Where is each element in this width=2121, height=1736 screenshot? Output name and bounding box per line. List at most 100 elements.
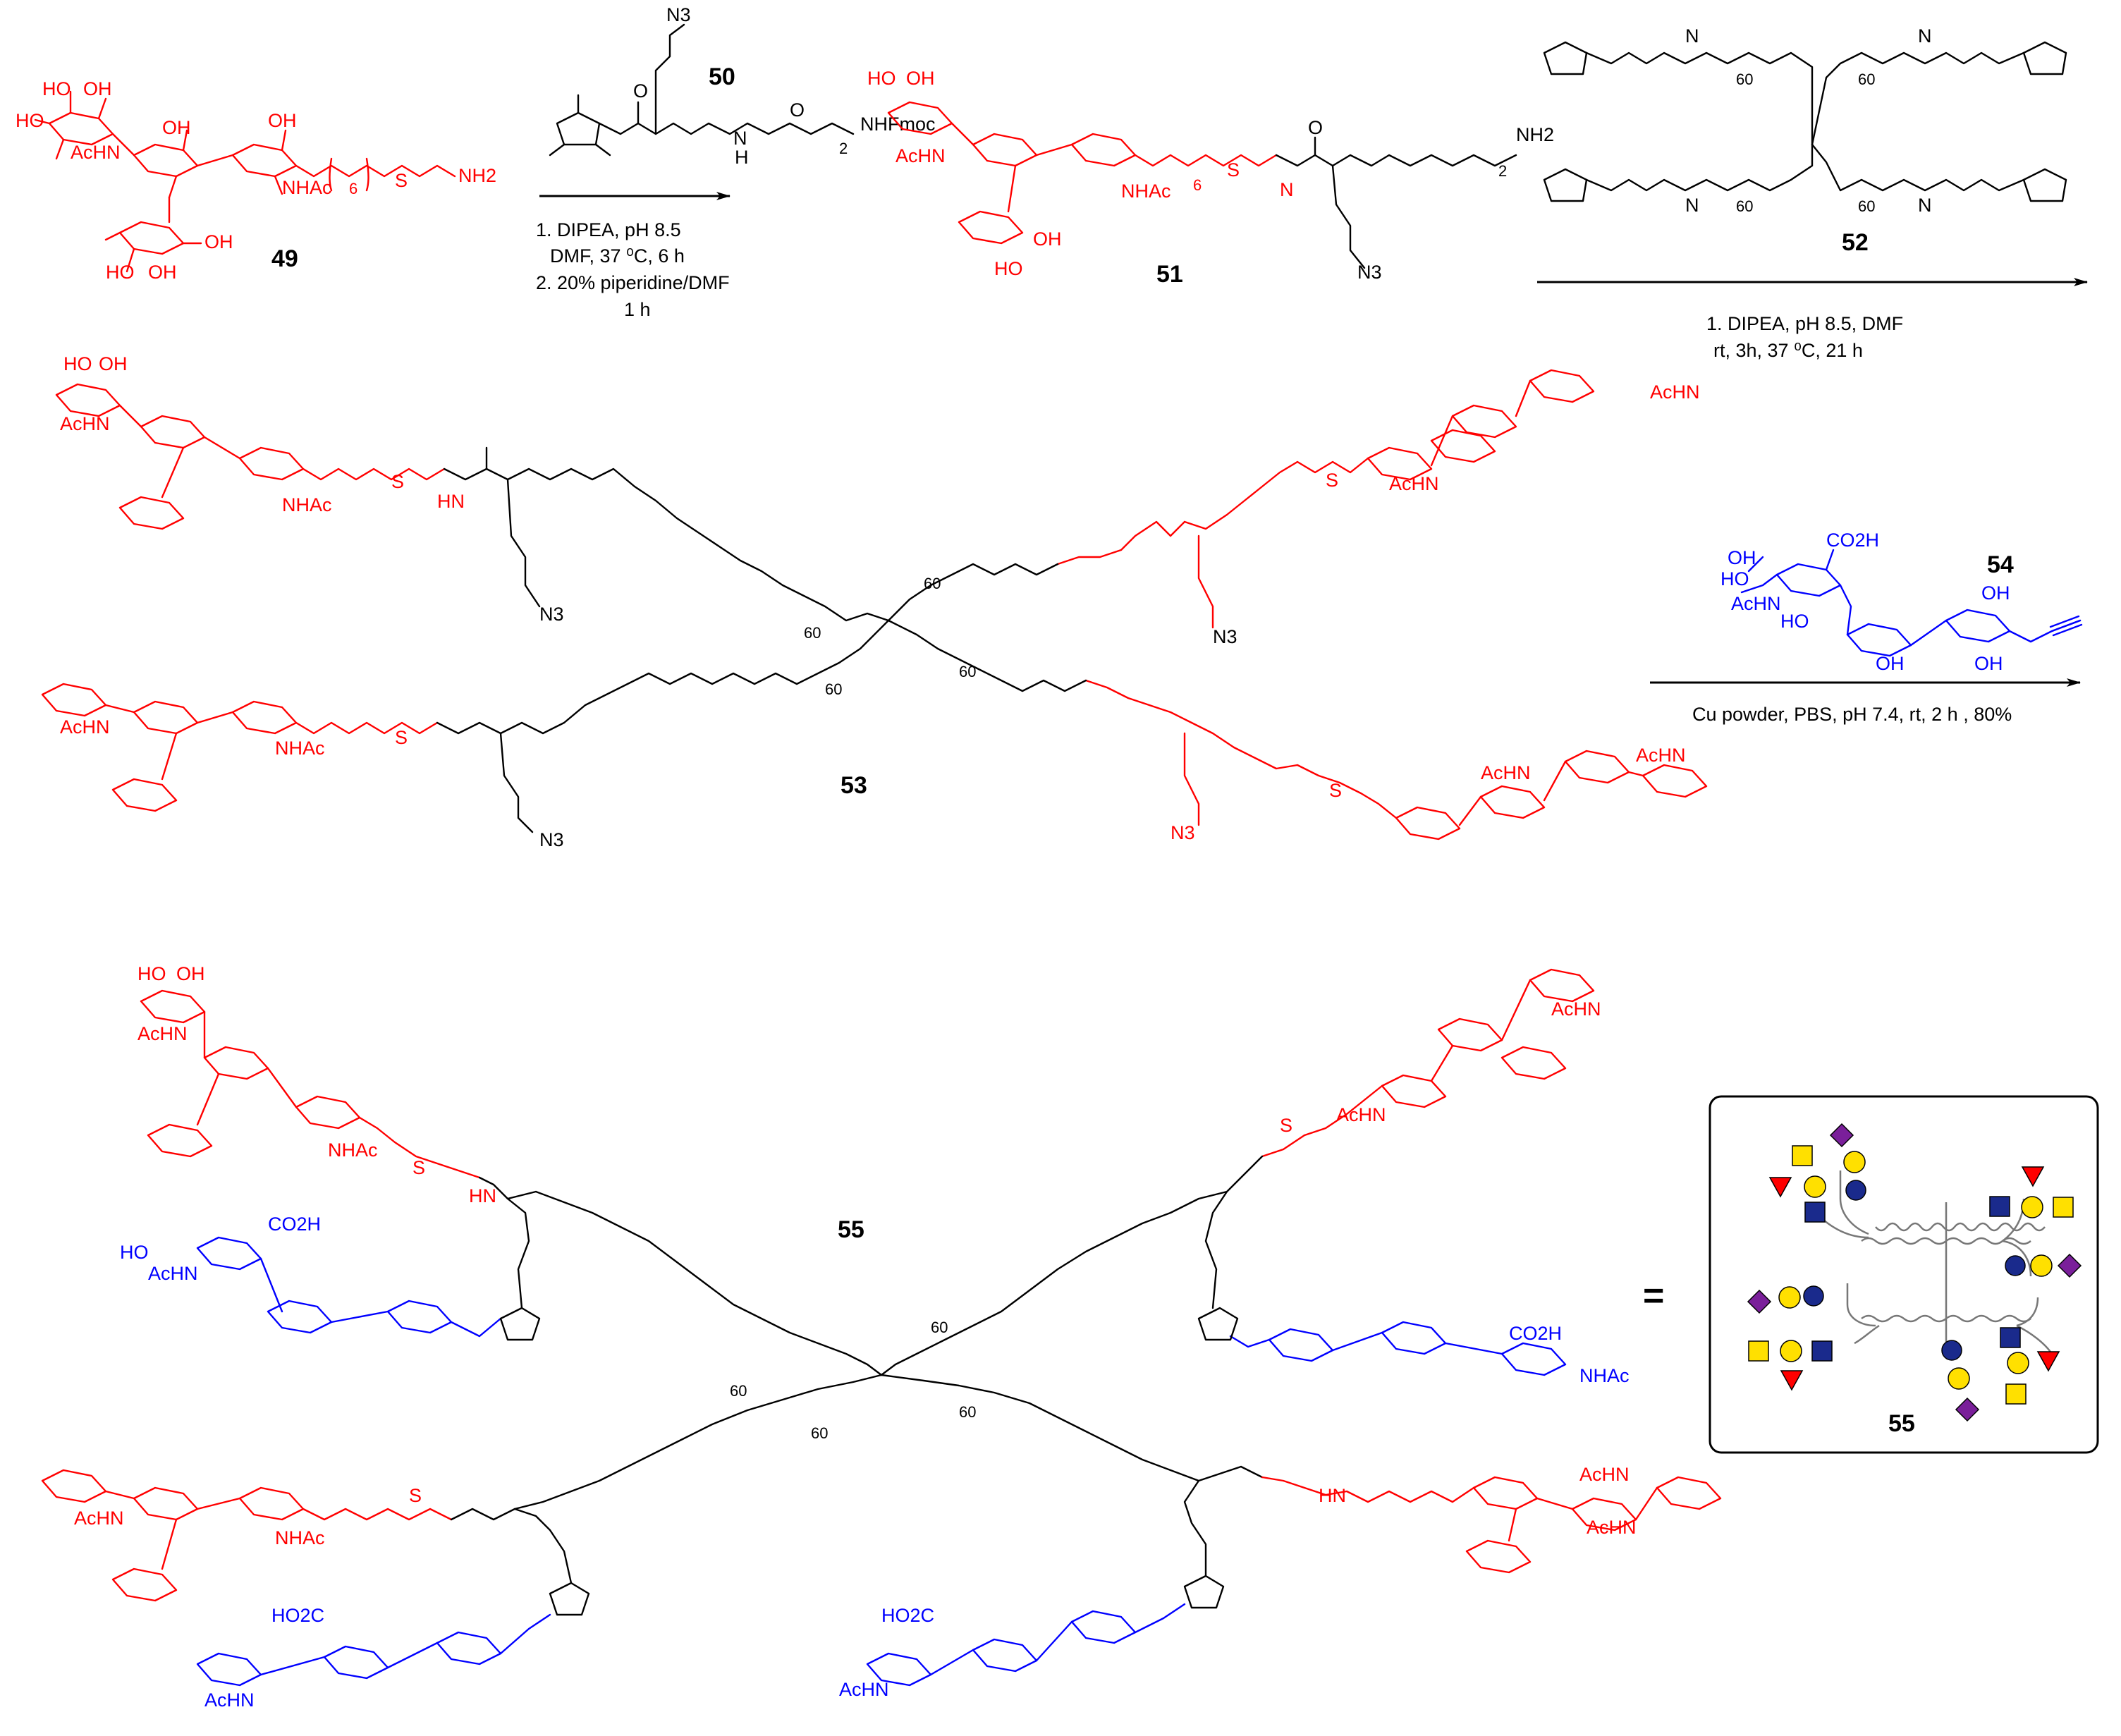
c55-achn-8: AcHN (1579, 1464, 1630, 1485)
step2-line1: 1. DIPEA, pH 8.5, DMF (1706, 313, 1903, 334)
c55-sub60-2: 60 (931, 1319, 948, 1336)
c53-achn-5: AcHN (1481, 762, 1531, 783)
c52-n-3: N (1918, 25, 1932, 47)
compound-label-49: 49 (271, 245, 298, 272)
step1-line2: DMF, 37 ⁰C, 6 h (550, 245, 685, 267)
c53-nhac-2: NHAc (275, 738, 325, 759)
cfg-fuc-triangle (2036, 1351, 2060, 1372)
c54-oh-3: OH (1876, 653, 1905, 674)
c53-ho-1: HO (63, 353, 92, 374)
c49-ho-3: HO (16, 110, 44, 131)
c55-sub60-4: 60 (959, 1403, 976, 1421)
c55-sub60-3: 60 (811, 1424, 828, 1442)
c54-oh-1: OH (1728, 547, 1756, 568)
cfg-gal-square (2053, 1197, 2074, 1218)
c54-ho-2: HO (1780, 611, 1809, 632)
compound-label-53: 53 (841, 772, 867, 799)
cfg-gal-circle (1778, 1286, 1801, 1309)
cfg-gal-circle (2021, 1196, 2043, 1218)
compound-51-structure (887, 101, 1517, 269)
c53-s-3: S (395, 727, 408, 748)
c53-achn-2: AcHN (1650, 381, 1700, 403)
c50-n3: N3 (666, 4, 691, 25)
c53-nhac-1: NHAc (282, 494, 332, 515)
c53-sub60-3: 60 (825, 680, 842, 698)
c49-sub6: 6 (349, 180, 357, 197)
compound-51-labels: HO OH AcHN NHAc HO OH S N O N3 NH2 2 6 (867, 68, 1554, 283)
conditions-step1: 1. DIPEA, pH 8.5 DMF, 37 ⁰C, 6 h 2. 20% … (536, 219, 730, 320)
cfg-gal-square (1792, 1145, 1813, 1166)
cfg-gal-circle (1948, 1367, 1970, 1390)
cfg-glc-circle (1845, 1180, 1866, 1201)
c49-oh-6: OH (204, 231, 233, 252)
c49-ho-7: HO (106, 262, 135, 283)
compound-50-structure (549, 23, 855, 157)
c55-nhac-1: NHAc (328, 1139, 378, 1161)
compound-52-structure (1543, 41, 2067, 202)
c55-achn-4: AcHN (1336, 1104, 1386, 1125)
c53-sub60-1: 60 (804, 624, 821, 642)
compound-label-55: 55 (838, 1216, 864, 1243)
compound-54-labels: CO2H HO OH AcHN HO OH OH OH (1720, 530, 2010, 674)
cfg-gal-square (1748, 1340, 1769, 1362)
c49-s: S (395, 170, 408, 191)
c55-nhac-2: NHAc (1579, 1365, 1630, 1386)
c53-n3-4: N3 (1170, 822, 1195, 843)
cfg-fuc-triangle (1768, 1177, 1792, 1198)
compound-53-labels: HO OH AcHN NHAc S HN N3 AcHN AcHN S N3 A… (60, 353, 1700, 850)
c55-s-2: S (1280, 1115, 1292, 1136)
c55-co2h-2: CO2H (1509, 1323, 1562, 1344)
c55-achn-5: AcHN (74, 1508, 124, 1529)
c54-ho-1: HO (1720, 568, 1749, 589)
c53-n3-1: N3 (539, 604, 564, 625)
c53-n3-3: N3 (539, 829, 564, 850)
c50-o-1: O (633, 80, 648, 102)
c53-n3-2: N3 (1213, 626, 1237, 647)
equals-sign: = (1643, 1276, 1664, 1316)
cfg-glcnac-square (1804, 1202, 1826, 1223)
c51-o: O (1308, 117, 1323, 138)
c55-achn-9: AcHN (1587, 1517, 1637, 1538)
cartoon-arm-links (1815, 1170, 2053, 1355)
cfg-glc-circle (1941, 1340, 1962, 1361)
c55-nhac-3: NHAc (275, 1527, 325, 1548)
c52-sub60-4: 60 (1858, 197, 1875, 215)
c55-s-3: S (409, 1485, 422, 1506)
c49-achn: AcHN (71, 142, 121, 163)
c54-oh-2: OH (1981, 582, 2010, 604)
compound-49-structure (34, 90, 456, 273)
step1-line1: 1. DIPEA, pH 8.5 (536, 219, 681, 240)
cfg-gal-circle (1780, 1340, 1802, 1362)
c55-hooc-1: HO2C (271, 1605, 324, 1626)
c55-hooc-2: HO2C (881, 1605, 934, 1626)
c54-achn: AcHN (1731, 593, 1781, 614)
c51-sub2: 2 (1498, 162, 1507, 180)
c51-sub6: 6 (1193, 176, 1202, 194)
c53-hn-1: HN (437, 491, 465, 512)
c55-ho-2: HO (120, 1242, 149, 1263)
c51-n: N (1280, 179, 1294, 200)
c55-oh-1: OH (176, 963, 205, 984)
c49-oh-1: HO (42, 78, 71, 99)
c53-sub60-4: 60 (959, 663, 976, 680)
cartoon-peg-core (1861, 1202, 2046, 1343)
c53-s-1: S (391, 471, 404, 492)
c54-oh-4: OH (1974, 653, 2003, 674)
c50-sub2: 2 (839, 140, 848, 157)
cfg-sia-diamond (1829, 1123, 1854, 1148)
c55-co2h-1: CO2H (268, 1214, 321, 1235)
cfg-sia-diamond (1747, 1289, 1772, 1314)
c55-achn-6: AcHN (204, 1689, 255, 1711)
c53-achn-4: AcHN (60, 716, 110, 738)
c49-nhac: NHAc (282, 177, 332, 198)
c51-nh2: NH2 (1516, 124, 1554, 145)
c55-hn-1: HN (469, 1185, 496, 1206)
c51-achn: AcHN (896, 145, 946, 166)
cfg-glc-circle (1803, 1285, 1824, 1307)
compound-55-structure (41, 968, 1722, 1687)
c51-n3: N3 (1357, 262, 1382, 283)
c55-achn-1: AcHN (137, 1023, 188, 1044)
c52-sub60-2: 60 (1736, 197, 1753, 215)
c51-oh-1: OH (906, 68, 935, 89)
